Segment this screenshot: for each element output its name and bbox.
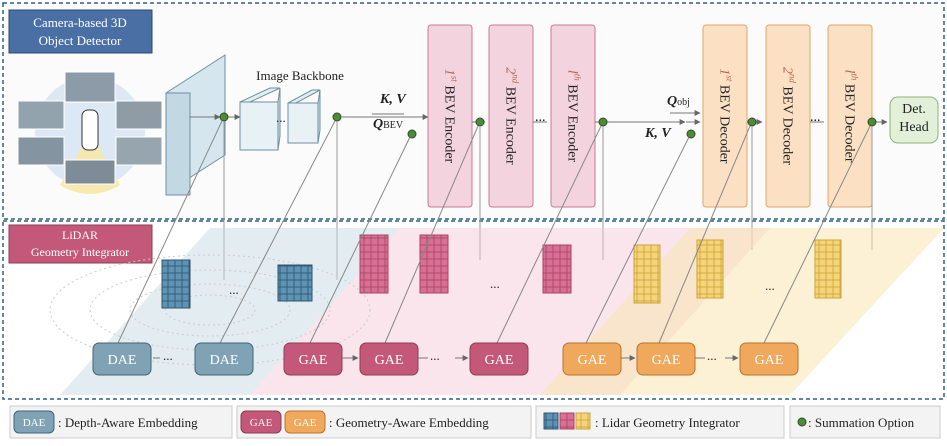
camera-title-line1: Camera-based 3D xyxy=(33,15,127,30)
camera-images xyxy=(17,71,163,194)
lidar-point-cloud xyxy=(49,254,371,366)
gae-orange-box-1: GAE xyxy=(562,342,622,376)
dae-cube-1 xyxy=(161,259,191,309)
det-head-box xyxy=(889,96,939,144)
legend-dae-text: : Depth-Aware Embedding xyxy=(58,415,198,430)
encoder-l xyxy=(550,24,596,208)
dae-box-1: DAE xyxy=(92,342,152,376)
decoder-1 xyxy=(702,24,748,208)
backbone-feature-block xyxy=(165,54,226,196)
backbone-cube-2 xyxy=(287,89,321,144)
svg-text:GAE: GAE xyxy=(755,353,784,368)
decoder-2 xyxy=(765,24,811,208)
gae-pink-box-3: GAE xyxy=(469,342,529,376)
svg-text:DAE: DAE xyxy=(108,353,137,368)
gae-pink-box-1: GAE xyxy=(283,342,343,376)
gae-pink-volume-2 xyxy=(419,234,449,294)
gae-pink-volume-1 xyxy=(359,234,389,294)
encoder-2 xyxy=(488,24,534,208)
legend: DAE : Depth-Aware Embedding GAE GAE : Ge… xyxy=(3,402,944,442)
gae-pink-row-dots: ... xyxy=(430,348,440,363)
legend-lgi-text: : Lidar Geometry Integrator xyxy=(595,415,740,430)
legend-sum-text: : Summation Option xyxy=(808,415,915,430)
svg-text:DAE: DAE xyxy=(210,353,239,368)
encoder-1 xyxy=(427,24,473,208)
gae-yellow-dots: ... xyxy=(765,278,775,293)
svg-text:GAE: GAE xyxy=(299,353,328,368)
decoder-l xyxy=(827,24,873,208)
camera-title-line2: Object Detector xyxy=(39,33,122,48)
svg-text:GAE: GAE xyxy=(652,353,681,368)
lidar-title-line2: Geometry Integrator xyxy=(31,245,129,259)
dae-cube-2 xyxy=(277,264,313,302)
dae-row-dots: ... xyxy=(163,348,173,363)
image-backbone-label: Image Backbone xyxy=(256,68,344,83)
gae-yellow-volume-3 xyxy=(814,239,842,299)
legend-gae-orange-label: GAE xyxy=(294,417,317,429)
backbone-cube-1 xyxy=(239,87,281,151)
svg-text:GAE: GAE xyxy=(375,353,404,368)
gae-yellow-volume-1 xyxy=(633,244,661,304)
svg-text:GAE: GAE xyxy=(578,353,607,368)
camera-title-box: Camera-based 3D Object Detector xyxy=(8,9,153,54)
gae-orange-box-3: GAE xyxy=(739,342,799,376)
gae-pink-dots: ... xyxy=(490,276,500,291)
legend-sum-icon xyxy=(797,417,807,427)
backbone-dots: ... xyxy=(276,110,286,125)
legend-gae-pink-label: GAE xyxy=(250,417,273,429)
legend-gae-text: : Geometry-Aware Embedding xyxy=(329,415,489,430)
svg-text:GAE: GAE xyxy=(485,353,514,368)
dae-box-2: DAE xyxy=(194,342,254,376)
gae-orange-row-dots: ... xyxy=(707,348,717,363)
lidar-title-box: LiDAR Geometry Integrator xyxy=(8,224,153,264)
dae-cube-dots: ... xyxy=(229,282,239,297)
legend-dae-box-label: DAE xyxy=(23,417,46,429)
gae-orange-box-2: GAE xyxy=(636,342,696,376)
gae-yellow-volume-2 xyxy=(696,239,724,299)
gae-pink-volume-3 xyxy=(542,244,572,294)
lidar-title-line1: LiDAR xyxy=(62,228,98,242)
gae-pink-box-2: GAE xyxy=(359,342,419,376)
